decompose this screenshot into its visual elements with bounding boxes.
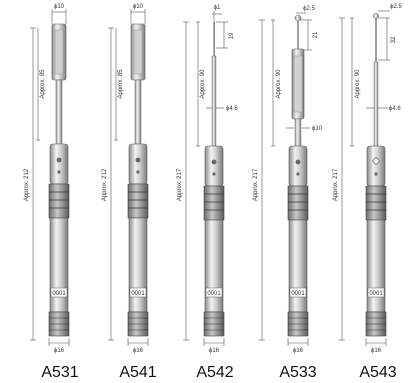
a543-shaft-diameter: ϕ4.6 bbox=[389, 106, 401, 112]
a543-model-label: A543 bbox=[359, 364, 396, 381]
a531-serial: 0001 bbox=[52, 291, 66, 297]
a533-model-label: A533 bbox=[279, 364, 316, 381]
probe-a542: ϕ1 19 Approx. 90 ϕ4.6 Approx. 217 0001 ϕ… bbox=[177, 5, 238, 381]
probe-a541: ϕ10 Approx. 85 Approx. 212 0001 ϕ16 A541 bbox=[102, 4, 157, 381]
probe-a533: ϕ2.5 21 Approx. 90 ϕ10 Approx. 217 0001 … bbox=[253, 6, 323, 381]
a541-tip-length: Approx. 85 bbox=[118, 69, 124, 99]
a541-model-label: A541 bbox=[119, 364, 156, 381]
a542-shaft-diameter: ϕ4.6 bbox=[226, 106, 238, 112]
a542-tip-length: Approx. 90 bbox=[200, 69, 206, 99]
a533-bottom-diameter: ϕ16 bbox=[293, 348, 304, 354]
a542-tip-small: 19 bbox=[229, 32, 235, 39]
a533-tip-length: Approx. 90 bbox=[276, 69, 282, 99]
a533-overall-length: Approx. 217 bbox=[253, 168, 259, 201]
a531-bottom-diameter: ϕ16 bbox=[54, 348, 65, 354]
a541-overall-length: Approx. 212 bbox=[102, 168, 108, 201]
probe-a531: ϕ10 Approx. 85 Approx. 212 0001 ϕ16 A531 bbox=[24, 4, 79, 381]
a542-serial: 0001 bbox=[207, 291, 221, 297]
a543-tip-small: 32 bbox=[391, 36, 397, 43]
a543-serial: 0001 bbox=[369, 291, 383, 297]
a531-tip-length: Approx. 85 bbox=[40, 69, 46, 99]
a533-top-diameter: ϕ2.5 bbox=[303, 6, 315, 12]
a533-tip-small: 21 bbox=[313, 31, 319, 38]
a543-tip-length: Approx. 90 bbox=[355, 69, 361, 99]
a531-top-diameter: ϕ10 bbox=[54, 4, 65, 10]
a542-overall-length: Approx. 217 bbox=[177, 168, 183, 201]
a541-bottom-diameter: ϕ16 bbox=[133, 348, 144, 354]
a542-top-diameter: ϕ1 bbox=[214, 5, 221, 11]
a533-shaft-diameter: ϕ10 bbox=[312, 126, 323, 132]
a531-overall-length: Approx. 212 bbox=[24, 168, 30, 201]
a542-model-label: A542 bbox=[196, 364, 233, 381]
a543-overall-length: Approx. 217 bbox=[333, 168, 339, 201]
a543-top-diameter: ϕ2.5 bbox=[390, 4, 402, 10]
a543-bottom-diameter: ϕ16 bbox=[371, 348, 382, 354]
a541-serial: 0001 bbox=[131, 291, 145, 297]
a531-model-label: A531 bbox=[41, 364, 78, 381]
a541-top-diameter: ϕ10 bbox=[133, 4, 144, 10]
a542-bottom-diameter: ϕ16 bbox=[209, 348, 220, 354]
a533-serial: 0001 bbox=[291, 291, 305, 297]
probe-a543: ϕ2.5 32 Approx. 90 ϕ4.6 Approx. 217 0001… bbox=[333, 4, 403, 381]
